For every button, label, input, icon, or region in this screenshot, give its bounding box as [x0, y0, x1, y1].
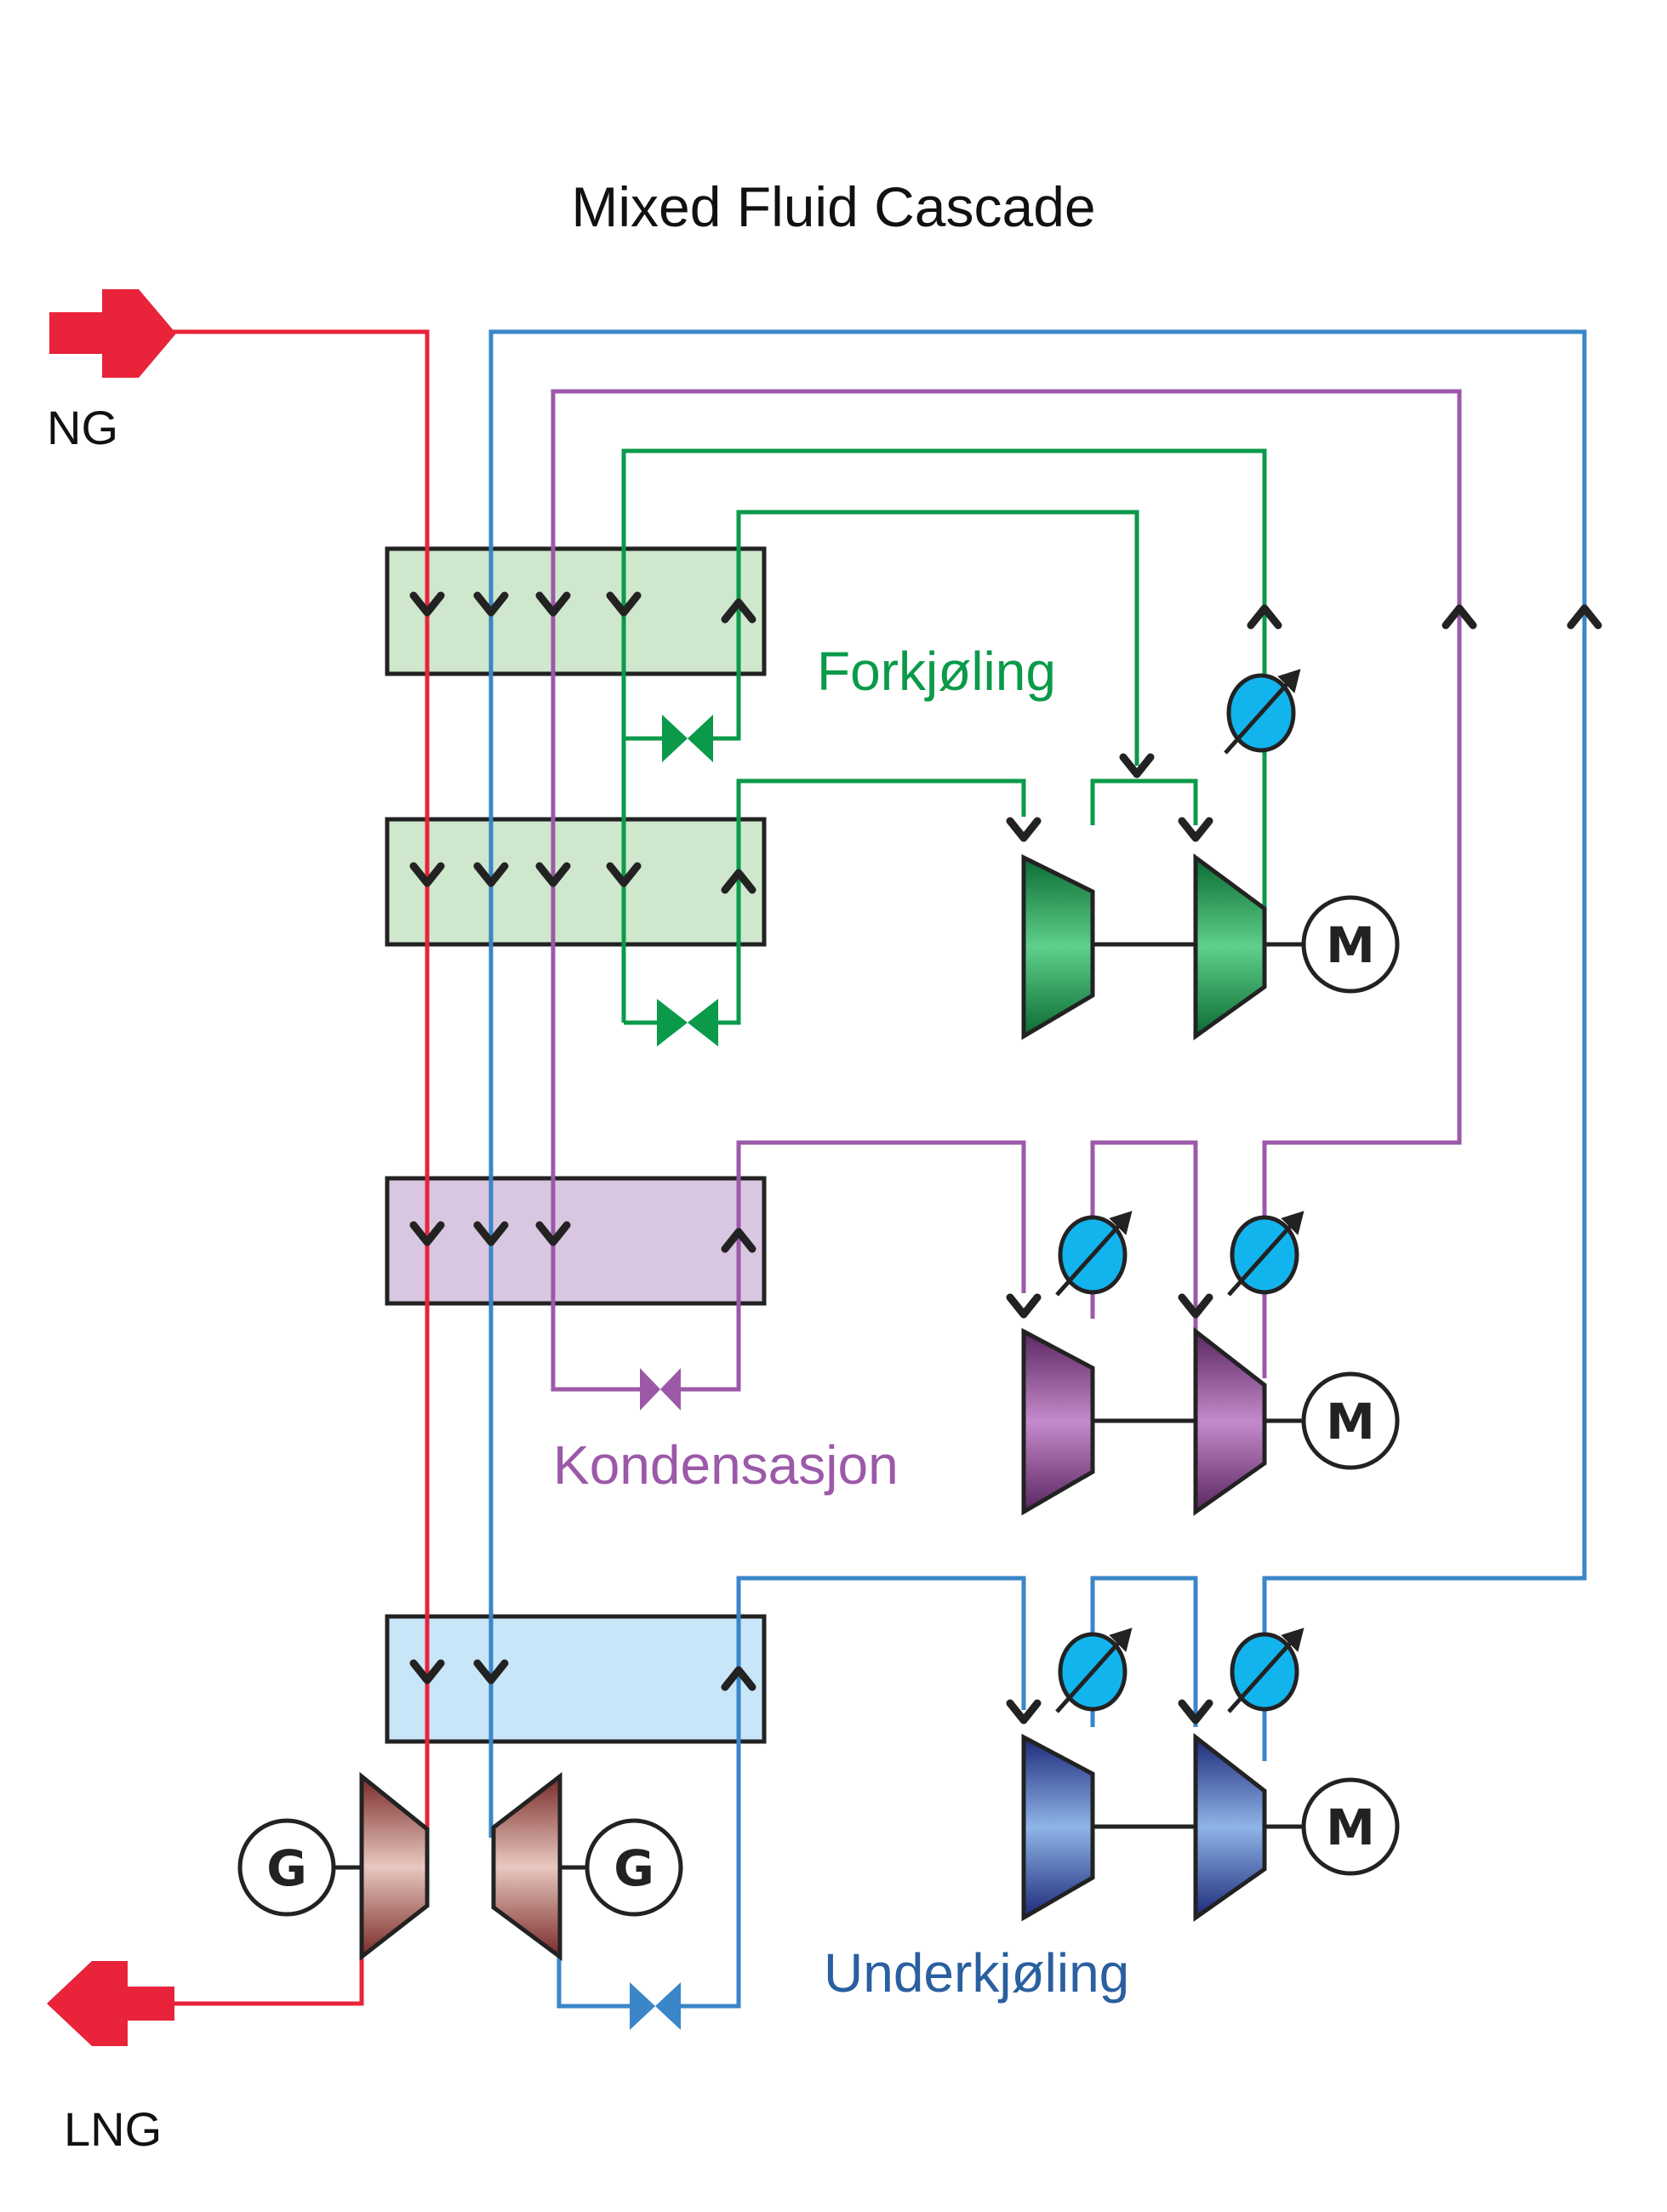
precool-valve-2-icon	[657, 999, 718, 1046]
flow-arrow-icon	[409, 862, 445, 887]
subcool-compressor-hp-icon	[1193, 1732, 1267, 1922]
flow-arrow-icon	[1006, 817, 1042, 842]
ng-inlet-arrow-icon	[49, 289, 176, 378]
flow-arrow-icon	[473, 591, 509, 617]
ng-inlet-label: NG	[47, 401, 118, 454]
flow-arrow-icon	[1567, 604, 1602, 630]
flow-arrow-icon	[473, 1221, 509, 1246]
lng-outlet-label: LNG	[64, 2102, 163, 2156]
condensation-compressor-hp-icon	[1193, 1326, 1267, 1516]
subcooling-section-label: Underkjøling	[824, 1942, 1130, 2004]
flow-arrow-icon	[535, 1221, 571, 1246]
diagram-title: Mixed Fluid Cascade	[571, 175, 1096, 238]
condensation-section-label: Kondensasjon	[553, 1434, 899, 1496]
flow-arrow-icon	[1247, 604, 1282, 630]
shafts	[334, 942, 1304, 1870]
flow-arrow-icon	[721, 1666, 756, 1691]
flow-arrow-icon	[1441, 604, 1477, 630]
condensation-exchanger	[385, 1176, 767, 1306]
mr-expander-icon	[491, 1771, 562, 1961]
cooler-icons	[1055, 669, 1304, 1713]
flow-arrow-icon	[721, 598, 756, 624]
precool-exchanger-1	[385, 546, 767, 676]
flow-arrow-icon	[1119, 753, 1155, 778]
flow-arrow-icon	[535, 862, 571, 887]
flow-arrow-icon	[473, 862, 509, 887]
flow-arrow-icon	[1006, 1293, 1042, 1319]
precool-exchanger-2	[385, 817, 767, 947]
subcooling-loop-line	[488, 329, 1587, 2009]
subcool-motor-icon	[1301, 1777, 1400, 1876]
condensation-cooler-lp-icon	[1055, 1211, 1133, 1297]
mr-generator-icon	[585, 1818, 683, 1917]
flow-arrow-icon	[1006, 1699, 1042, 1725]
precool-motor-icon	[1301, 895, 1400, 994]
lng-generator-label: G	[266, 1839, 307, 1897]
condensation-valve-icon	[640, 1368, 681, 1411]
condensation-motor-label: M	[1326, 1393, 1375, 1451]
flow-arrow-icon	[606, 862, 642, 887]
flow-arrow-icon	[1178, 817, 1213, 842]
lng-outlet-arrow-icon	[47, 1961, 174, 2046]
precool-motor-label: M	[1326, 916, 1375, 974]
flow-arrow-icon	[1178, 1699, 1213, 1725]
mr-generator-label: G	[614, 1839, 654, 1897]
flow-arrow-icon	[721, 869, 756, 894]
precool-compressor-hp-icon	[1193, 853, 1267, 1040]
flow-arrow-icon	[1178, 1293, 1213, 1319]
flow-arrow-icon	[409, 1221, 445, 1246]
flow-arrow-icon	[409, 1659, 445, 1685]
subcool-exchanger	[385, 1614, 767, 1744]
flow-arrow-icon	[535, 591, 571, 617]
flow-arrow-icon	[409, 591, 445, 617]
lng-expander-icon	[359, 1771, 430, 1962]
flow-arrow-icon	[721, 1228, 756, 1253]
precool-cooler-icon	[1224, 669, 1301, 755]
subcool-cooler-hp-icon	[1227, 1628, 1304, 1713]
equipment-letters: M M M G G	[266, 916, 1375, 1897]
lng-generator-icon	[237, 1818, 336, 1917]
precool-valve-1-icon	[662, 715, 713, 762]
condensation-motor-icon	[1301, 1371, 1400, 1470]
precool-compressor-lp-icon	[1021, 853, 1095, 1040]
condensation-cooler-hp-icon	[1227, 1211, 1304, 1297]
subcool-compressor-lp-icon	[1021, 1733, 1095, 1922]
flow-arrow-icon	[606, 591, 642, 617]
flow-arrow-icon	[473, 1659, 509, 1685]
subcooling-valve-icon	[630, 1982, 681, 2030]
subcool-cooler-lp-icon	[1055, 1628, 1133, 1713]
flow-up-arrows	[721, 598, 1602, 1691]
natural-gas-line	[166, 329, 430, 2006]
flow-down-arrows	[409, 591, 1213, 1725]
subcool-motor-label: M	[1326, 1799, 1375, 1856]
condensation-compressor-lp-icon	[1021, 1327, 1095, 1516]
precooling-section-label: Forkjøling	[817, 641, 1056, 702]
